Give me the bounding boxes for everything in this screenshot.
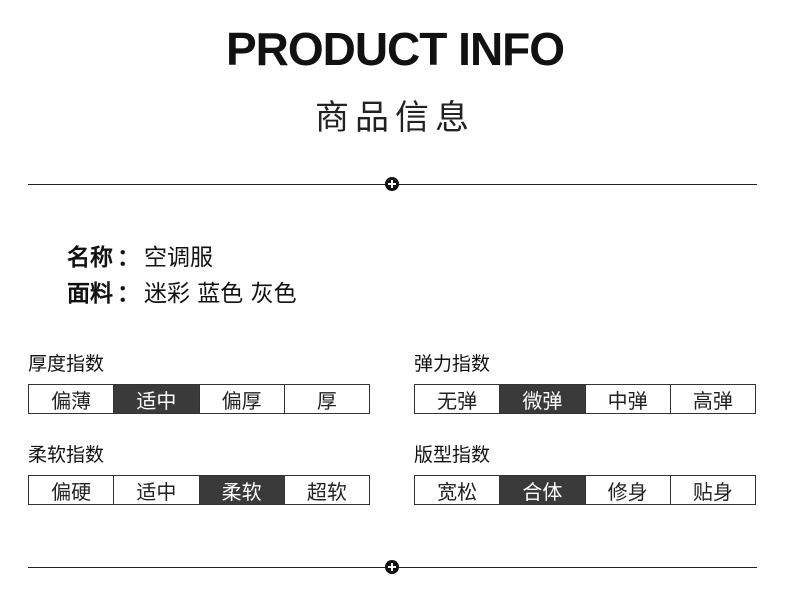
fabric-colon: ：: [117, 281, 140, 307]
thickness-index-scale: 偏薄 适中 偏厚 厚: [28, 384, 370, 414]
info-name-row: 名称：空调服: [67, 238, 213, 272]
fit-option: 宽松: [415, 476, 501, 504]
softness-option-selected: 柔软: [199, 476, 285, 504]
name-colon: ：: [117, 245, 140, 271]
elasticity-option: 中弹: [586, 385, 671, 413]
softness-option: 适中: [114, 476, 200, 504]
name-label: 名称: [67, 245, 113, 271]
elasticity-index-scale: 无弹 微弹 中弹 高弹: [414, 384, 756, 414]
name-value: 空调服: [144, 245, 213, 271]
softness-index-scale: 偏硬 适中 柔软 超软: [28, 475, 370, 505]
page-title-cn: 商品信息: [315, 98, 475, 138]
info-fabric-row: 面料：迷彩 蓝色 灰色: [67, 274, 297, 308]
fit-index-title: 版型指数: [414, 444, 491, 466]
thickness-option-selected: 适中: [114, 385, 200, 413]
thickness-index-title: 厚度指数: [28, 353, 105, 375]
softness-option: 偏硬: [29, 476, 115, 504]
fabric-value: 迷彩 蓝色 灰色: [144, 281, 297, 307]
fit-option: 贴身: [692, 479, 733, 504]
plus-circle-icon: [385, 560, 399, 574]
fabric-label: 面料: [67, 281, 113, 307]
page-title-en: PRODUCT INFO: [225, 23, 565, 75]
elasticity-option: 无弹: [415, 385, 501, 413]
plus-circle-icon: [385, 177, 399, 191]
softness-option: 超软: [306, 479, 347, 504]
elasticity-index-title: 弹力指数: [414, 353, 491, 375]
softness-index-title: 柔软指数: [28, 444, 105, 466]
fit-option: 修身: [586, 476, 671, 504]
top-divider: [28, 177, 757, 191]
thickness-option: 偏薄: [29, 385, 115, 413]
thickness-option: 偏厚: [200, 385, 285, 413]
elasticity-option-selected: 微弹: [500, 385, 586, 413]
bottom-divider: [28, 560, 757, 574]
fit-option-selected: 合体: [500, 476, 586, 504]
fit-index-scale: 宽松 合体 修身 贴身: [414, 475, 756, 505]
thickness-option: 厚: [316, 388, 337, 413]
elasticity-option: 高弹: [692, 388, 733, 413]
